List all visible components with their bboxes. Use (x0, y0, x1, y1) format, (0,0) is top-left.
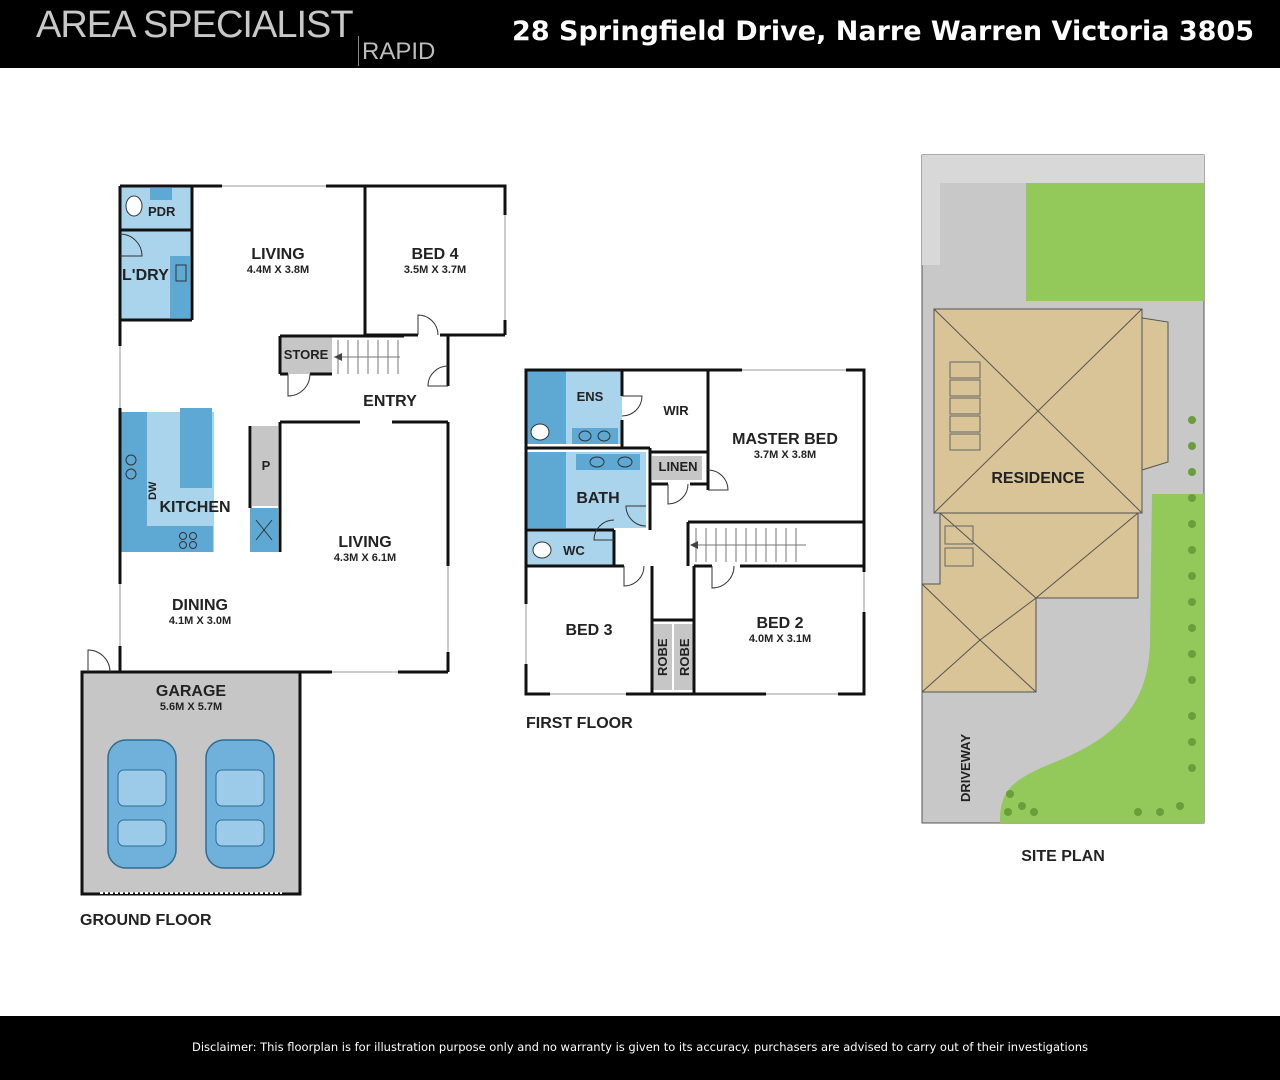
roof-side-wing (1141, 317, 1169, 471)
door-swings (87, 233, 449, 673)
sink-icon (125, 454, 137, 466)
room-label-store: STORE (284, 347, 329, 362)
floorplan-drawing: PDR L'DRY LIVING 4.4M X 3.8M BED 4 3.5M … (80, 154, 1205, 929)
toilet-icon (532, 541, 552, 559)
sink-icon (125, 468, 137, 480)
room-dims-living-top: 4.4M X 3.8M (247, 264, 309, 276)
disclaimer-text: Disclaimer: This floorplan is for illust… (191, 1040, 1089, 1054)
brand-logo: AREA SPECIALIST (36, 4, 354, 46)
room-label-bath: BATH (576, 490, 619, 507)
car-icon (107, 739, 177, 869)
basin-icon (597, 430, 611, 442)
paving-strip (922, 155, 1204, 183)
footer-bar: Disclaimer: This floorplan is for illust… (0, 1016, 1280, 1080)
store-cupboard (280, 336, 332, 374)
basin-icon (589, 456, 605, 468)
lawn-front (1000, 494, 1204, 823)
room-label-pdr: PDR (148, 204, 176, 219)
room-dims-master-bed: 3.7M X 3.8M (754, 449, 816, 461)
room-label-pantry: P (262, 458, 271, 473)
room-label-bed3: BED 3 (565, 622, 612, 639)
robe-cupboard-1 (652, 624, 672, 690)
room-label-wc: WC (563, 543, 585, 558)
linen-cupboard (652, 456, 702, 480)
toilet-icon (125, 195, 143, 217)
pantry-cupboard (252, 426, 278, 506)
appliance-label-dw: DW (147, 481, 159, 500)
cooktop-icon (189, 532, 197, 540)
room-dims-living-main: 4.3M X 6.1M (334, 552, 396, 564)
site-label-driveway: DRIVEWAY (958, 734, 973, 802)
first-floor-plan: ENS WIR MASTER BED 3.7M X 3.8M LINEN BAT… (524, 368, 866, 732)
basin-icon (617, 456, 633, 468)
cooktop-icon (179, 541, 187, 549)
room-label-ens: ENS (577, 389, 604, 404)
header-bar: AREA SPECIALIST RAPID 28 Springfield Dri… (0, 0, 1280, 68)
room-label-robe-2: ROBE (677, 638, 692, 676)
room-dims-dining: 4.1M X 3.0M (169, 615, 231, 627)
room-label-living-main: LIVING (338, 534, 391, 551)
cooktop-icon (179, 532, 187, 540)
trough-icon (175, 264, 187, 282)
room-label-bed4: BED 4 (411, 246, 458, 263)
room-label-garage: GARAGE (156, 683, 227, 700)
vanity-bath (576, 454, 640, 470)
vanity-ens (572, 428, 618, 444)
kitchen-bench-bottom (121, 526, 213, 552)
room-label-bed2: BED 2 (756, 615, 803, 632)
basin-icon (150, 188, 172, 200)
site-label-residence: RESIDENCE (991, 470, 1085, 487)
room-dims-bed4: 3.5M X 3.7M (404, 264, 466, 276)
room-label-dining: DINING (172, 597, 228, 614)
room-label-living-top: LIVING (251, 246, 304, 263)
site-plan: RESIDENCE DRIVEWAY SITE PLAN (921, 154, 1205, 865)
hedge-dots (1004, 416, 1196, 816)
laundry-bench (170, 256, 190, 318)
stair-arrow-icon (690, 541, 698, 549)
ground-floor-plan: PDR L'DRY LIVING 4.4M X 3.8M BED 4 3.5M … (80, 184, 507, 929)
room-label-wir: WIR (663, 403, 689, 418)
room-label-linen: LINEN (659, 459, 698, 474)
brand-logo-sub: RAPID (362, 38, 436, 65)
plan-label-site: SITE PLAN (1021, 848, 1105, 865)
room-label-kitchen: KITCHEN (159, 499, 230, 516)
bathtub-area (526, 452, 566, 528)
floor-label-first: FIRST FLOOR (526, 715, 633, 732)
kitchen-island (180, 408, 212, 488)
cooktop-icon (189, 541, 197, 549)
car-icon (205, 739, 275, 869)
stair-arrow-icon (334, 353, 342, 361)
robe-cupboard-2 (674, 624, 694, 690)
room-label-laundry: L'DRY (122, 267, 169, 284)
property-address: 28 Springfield Drive, Narre Warren Victo… (512, 16, 1254, 47)
toilet-icon (530, 423, 550, 441)
floor-label-ground: GROUND FLOOR (80, 912, 212, 929)
room-dims-garage: 5.6M X 5.7M (160, 701, 222, 713)
logo-divider (358, 36, 359, 66)
room-label-entry: ENTRY (363, 393, 417, 410)
room-label-master-bed: MASTER BED (732, 431, 838, 448)
basin-icon (578, 430, 592, 442)
door-swings (593, 395, 735, 589)
solar-panels (944, 361, 981, 567)
room-label-robe-1: ROBE (655, 638, 670, 676)
room-dims-bed2: 4.0M X 3.1M (749, 633, 811, 645)
lawn-rear (1026, 183, 1204, 301)
